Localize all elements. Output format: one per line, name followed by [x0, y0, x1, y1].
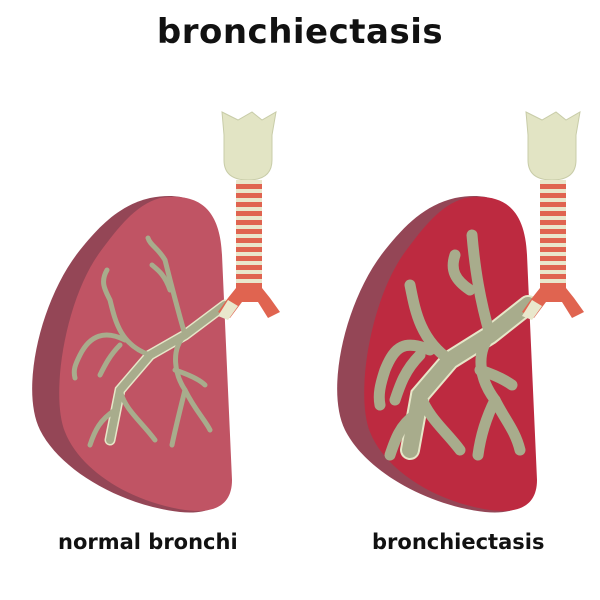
normal-trachea [218, 111, 280, 320]
normal-bronchi [71, 235, 231, 448]
page-title: bronchiectasis [156, 12, 444, 52]
bronchiectasis-trachea [522, 111, 584, 320]
bronchiectasis-label: bronchiectasis [372, 530, 545, 554]
bronchiectasis-bronchi [373, 229, 538, 461]
normal-lung [32, 195, 232, 513]
normal-bronchi-label: normal bronchi [58, 530, 238, 554]
